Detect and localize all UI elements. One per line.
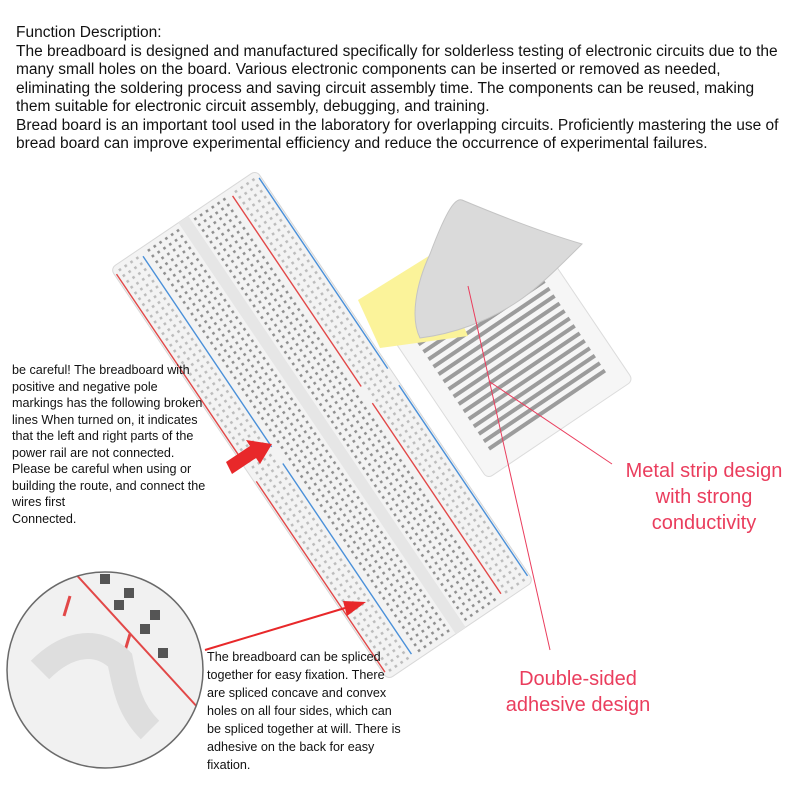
adhesive-callout: Double-sided adhesive design xyxy=(488,666,668,718)
zoom-detail-circle xyxy=(6,571,204,769)
breadboard xyxy=(112,172,532,678)
red-arrow-icon xyxy=(204,601,366,651)
metal-strip-callout: Metal strip design with strong conductiv… xyxy=(604,458,800,536)
adhesive-pointer-line xyxy=(467,285,551,651)
metal-strip-callout-line-3: conductivity xyxy=(651,512,757,534)
power-rail-note-text: be careful! The breadboard with positive… xyxy=(12,363,206,509)
metal-strip-callout-line-2: with strong xyxy=(655,486,753,508)
power-rail-note: be careful! The breadboard with positive… xyxy=(12,362,207,527)
description-paragraph-1: The breadboard is designed and manufactu… xyxy=(16,42,778,116)
splice-note: The breadboard can be spliced together f… xyxy=(207,650,401,772)
description-heading: Function Description: xyxy=(16,24,162,41)
adhesive-backing xyxy=(358,199,583,348)
metal-strip-callout-line-1: Metal strip design xyxy=(625,460,783,482)
red-arrow-icon xyxy=(226,440,272,474)
description-paragraph-2: Bread board is an important tool used in… xyxy=(16,116,779,153)
adhesive-callout-line-1: Double-sided xyxy=(519,668,637,690)
metal-strip-pointer-line xyxy=(489,381,613,465)
adhesive-callout-line-2: adhesive design xyxy=(505,694,651,716)
power-rail-note-last-line: Connected. xyxy=(12,511,77,526)
function-description: Function Description: The breadboard is … xyxy=(16,24,786,154)
